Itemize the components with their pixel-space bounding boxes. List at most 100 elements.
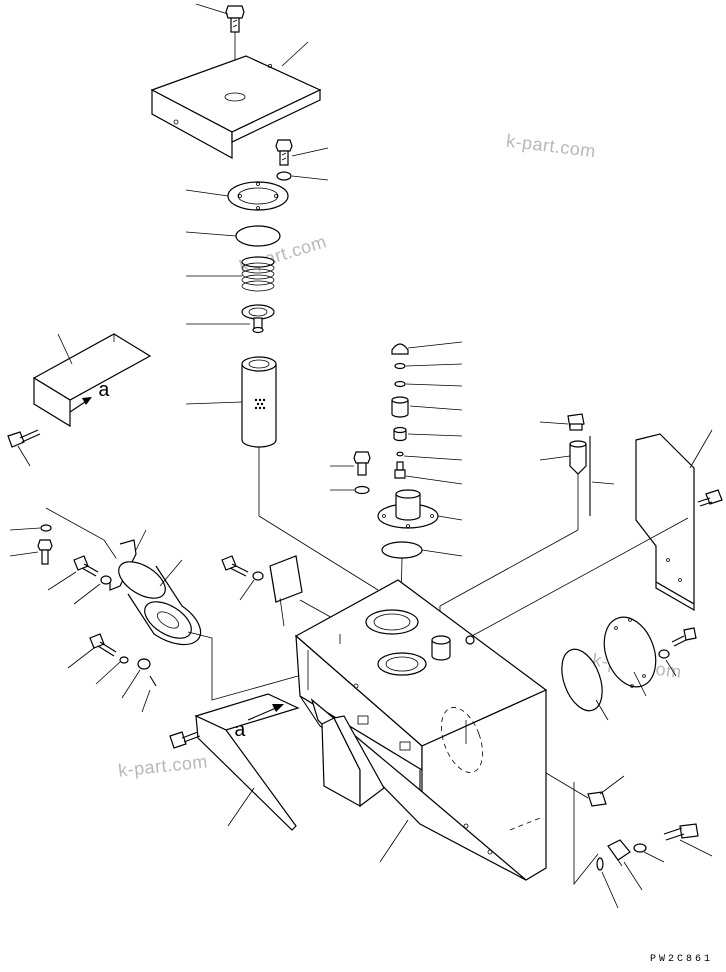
- leader-cap-nipple: [405, 475, 463, 485]
- assembly-line-drain-valve: [573, 782, 599, 886]
- leader-left-bolt-low: [67, 647, 95, 669]
- filler-neck-flange: [377, 489, 439, 529]
- leader-drain-washer: [643, 851, 665, 863]
- leader-filter-cartridge: [159, 559, 183, 587]
- leader-o-ring: [185, 231, 237, 237]
- leader-left-bolt-top: [9, 551, 39, 557]
- drain-o-ring: [596, 857, 604, 871]
- cap-o-ring: [396, 451, 404, 457]
- arrow-view-a-lower: [247, 707, 277, 721]
- lower-guard-bolt: [169, 731, 201, 749]
- view-reference-a-upper: a: [98, 380, 111, 403]
- arrow-head-lower: [272, 704, 284, 712]
- leader-inspection-gasket: [595, 699, 609, 721]
- left-nut-low: [137, 658, 151, 670]
- leader-cap-adapter: [407, 433, 463, 437]
- left-bolt-top: [37, 539, 53, 565]
- leader-left-washer-mid: [73, 583, 101, 605]
- hose-bracket: [269, 555, 303, 603]
- leader-gauge-rod: [591, 481, 615, 485]
- strainer-element: [241, 356, 277, 448]
- left-washer-low: [119, 656, 129, 664]
- drain-valve-bolt: [663, 823, 699, 841]
- leader-cap-o-ring: [403, 455, 463, 461]
- leader-breather-cap: [539, 421, 569, 425]
- leader-filler-cap: [407, 341, 463, 349]
- leader-hose-bracket-washer: [239, 579, 255, 601]
- flange-washer: [354, 485, 370, 495]
- upper-guard-bracket: [32, 333, 152, 428]
- top-cover-plate: [150, 55, 322, 160]
- leader-left-nut-low: [121, 669, 141, 699]
- leader-right-bracket: [689, 429, 713, 469]
- lower-guard-bracket: [194, 693, 300, 831]
- inspection-gasket: [561, 648, 603, 712]
- leader-flange-gasket: [421, 549, 463, 557]
- drain-plug: [587, 791, 607, 807]
- leader-filler-neck: [437, 515, 463, 521]
- left-bolt-low: [89, 633, 117, 657]
- bracket-bolt-left: [7, 429, 41, 448]
- breather-cap: [567, 413, 585, 431]
- leader-inspection-cover: [633, 671, 647, 697]
- flange-gasket: [381, 541, 423, 559]
- leader-cover-washer: [291, 175, 329, 181]
- leader-cap-washer-2: [405, 383, 463, 387]
- right-side-bracket: [635, 433, 695, 612]
- hose-bracket-washer: [252, 571, 264, 581]
- leader-left-washer-top: [9, 527, 41, 531]
- leader-bracket-bolt: [17, 445, 31, 467]
- filter-valve: [241, 304, 275, 334]
- flange-bolt: [353, 451, 371, 476]
- level-gauge: [569, 440, 587, 530]
- leader-inspection-bolt: [665, 659, 677, 677]
- leader-drain-o-ring: [601, 871, 619, 909]
- hose-bracket-bolt: [221, 555, 249, 577]
- assembly-line-strainer: [258, 447, 379, 591]
- leader-cover-bolt: [291, 147, 329, 157]
- leader-upper-bracket: [57, 333, 73, 365]
- cap-washer-1: [394, 362, 406, 370]
- left-washer-top: [40, 524, 52, 532]
- top-bolt: [225, 5, 245, 33]
- filter-lid: [227, 181, 289, 211]
- leader-drain-bolt: [679, 839, 713, 857]
- cap-washer-2: [394, 380, 406, 388]
- assembly-line-right-bracket: [471, 517, 689, 637]
- leader-top-bolt: [195, 3, 229, 15]
- cap-nipple: [394, 461, 406, 479]
- leader-left-bolt-mid: [47, 571, 77, 591]
- leader-left-washer-low: [95, 661, 121, 685]
- right-bracket-bolt: [697, 489, 723, 507]
- drawing-code: PW2C861: [650, 954, 714, 965]
- cover-bolt: [275, 139, 293, 166]
- cap-body: [391, 396, 409, 418]
- assembly-line-filter: [187, 631, 299, 701]
- leader-filter-lid: [185, 189, 229, 197]
- filler-cap: [391, 343, 409, 355]
- leader-left-pin: [141, 689, 151, 713]
- left-bolt-mid: [73, 555, 99, 577]
- leader-lower-guard: [227, 787, 255, 827]
- leader-cap-body: [409, 405, 463, 411]
- arrow-head-upper: [82, 397, 92, 405]
- drain-valve: [607, 839, 631, 867]
- inspection-cover: [603, 616, 657, 688]
- leader-hydraulic-tank: [379, 819, 409, 863]
- leader-filter-strap: [135, 529, 147, 551]
- hydraulic-tank: [294, 579, 548, 881]
- cover-washer: [276, 171, 292, 181]
- leader-cap-washer-1: [405, 363, 463, 367]
- leader-drain-valve: [623, 861, 643, 891]
- filter-o-ring: [235, 225, 281, 247]
- leader-level-gauge: [539, 455, 571, 461]
- leader-drain-plug: [599, 775, 625, 795]
- cap-adapter: [393, 426, 407, 442]
- leader-hose-bracket: [279, 597, 285, 627]
- leader-strainer: [185, 401, 243, 405]
- left-pin: [149, 675, 157, 687]
- left-washer-mid: [100, 575, 112, 585]
- line-filter-cartridge: [118, 561, 202, 646]
